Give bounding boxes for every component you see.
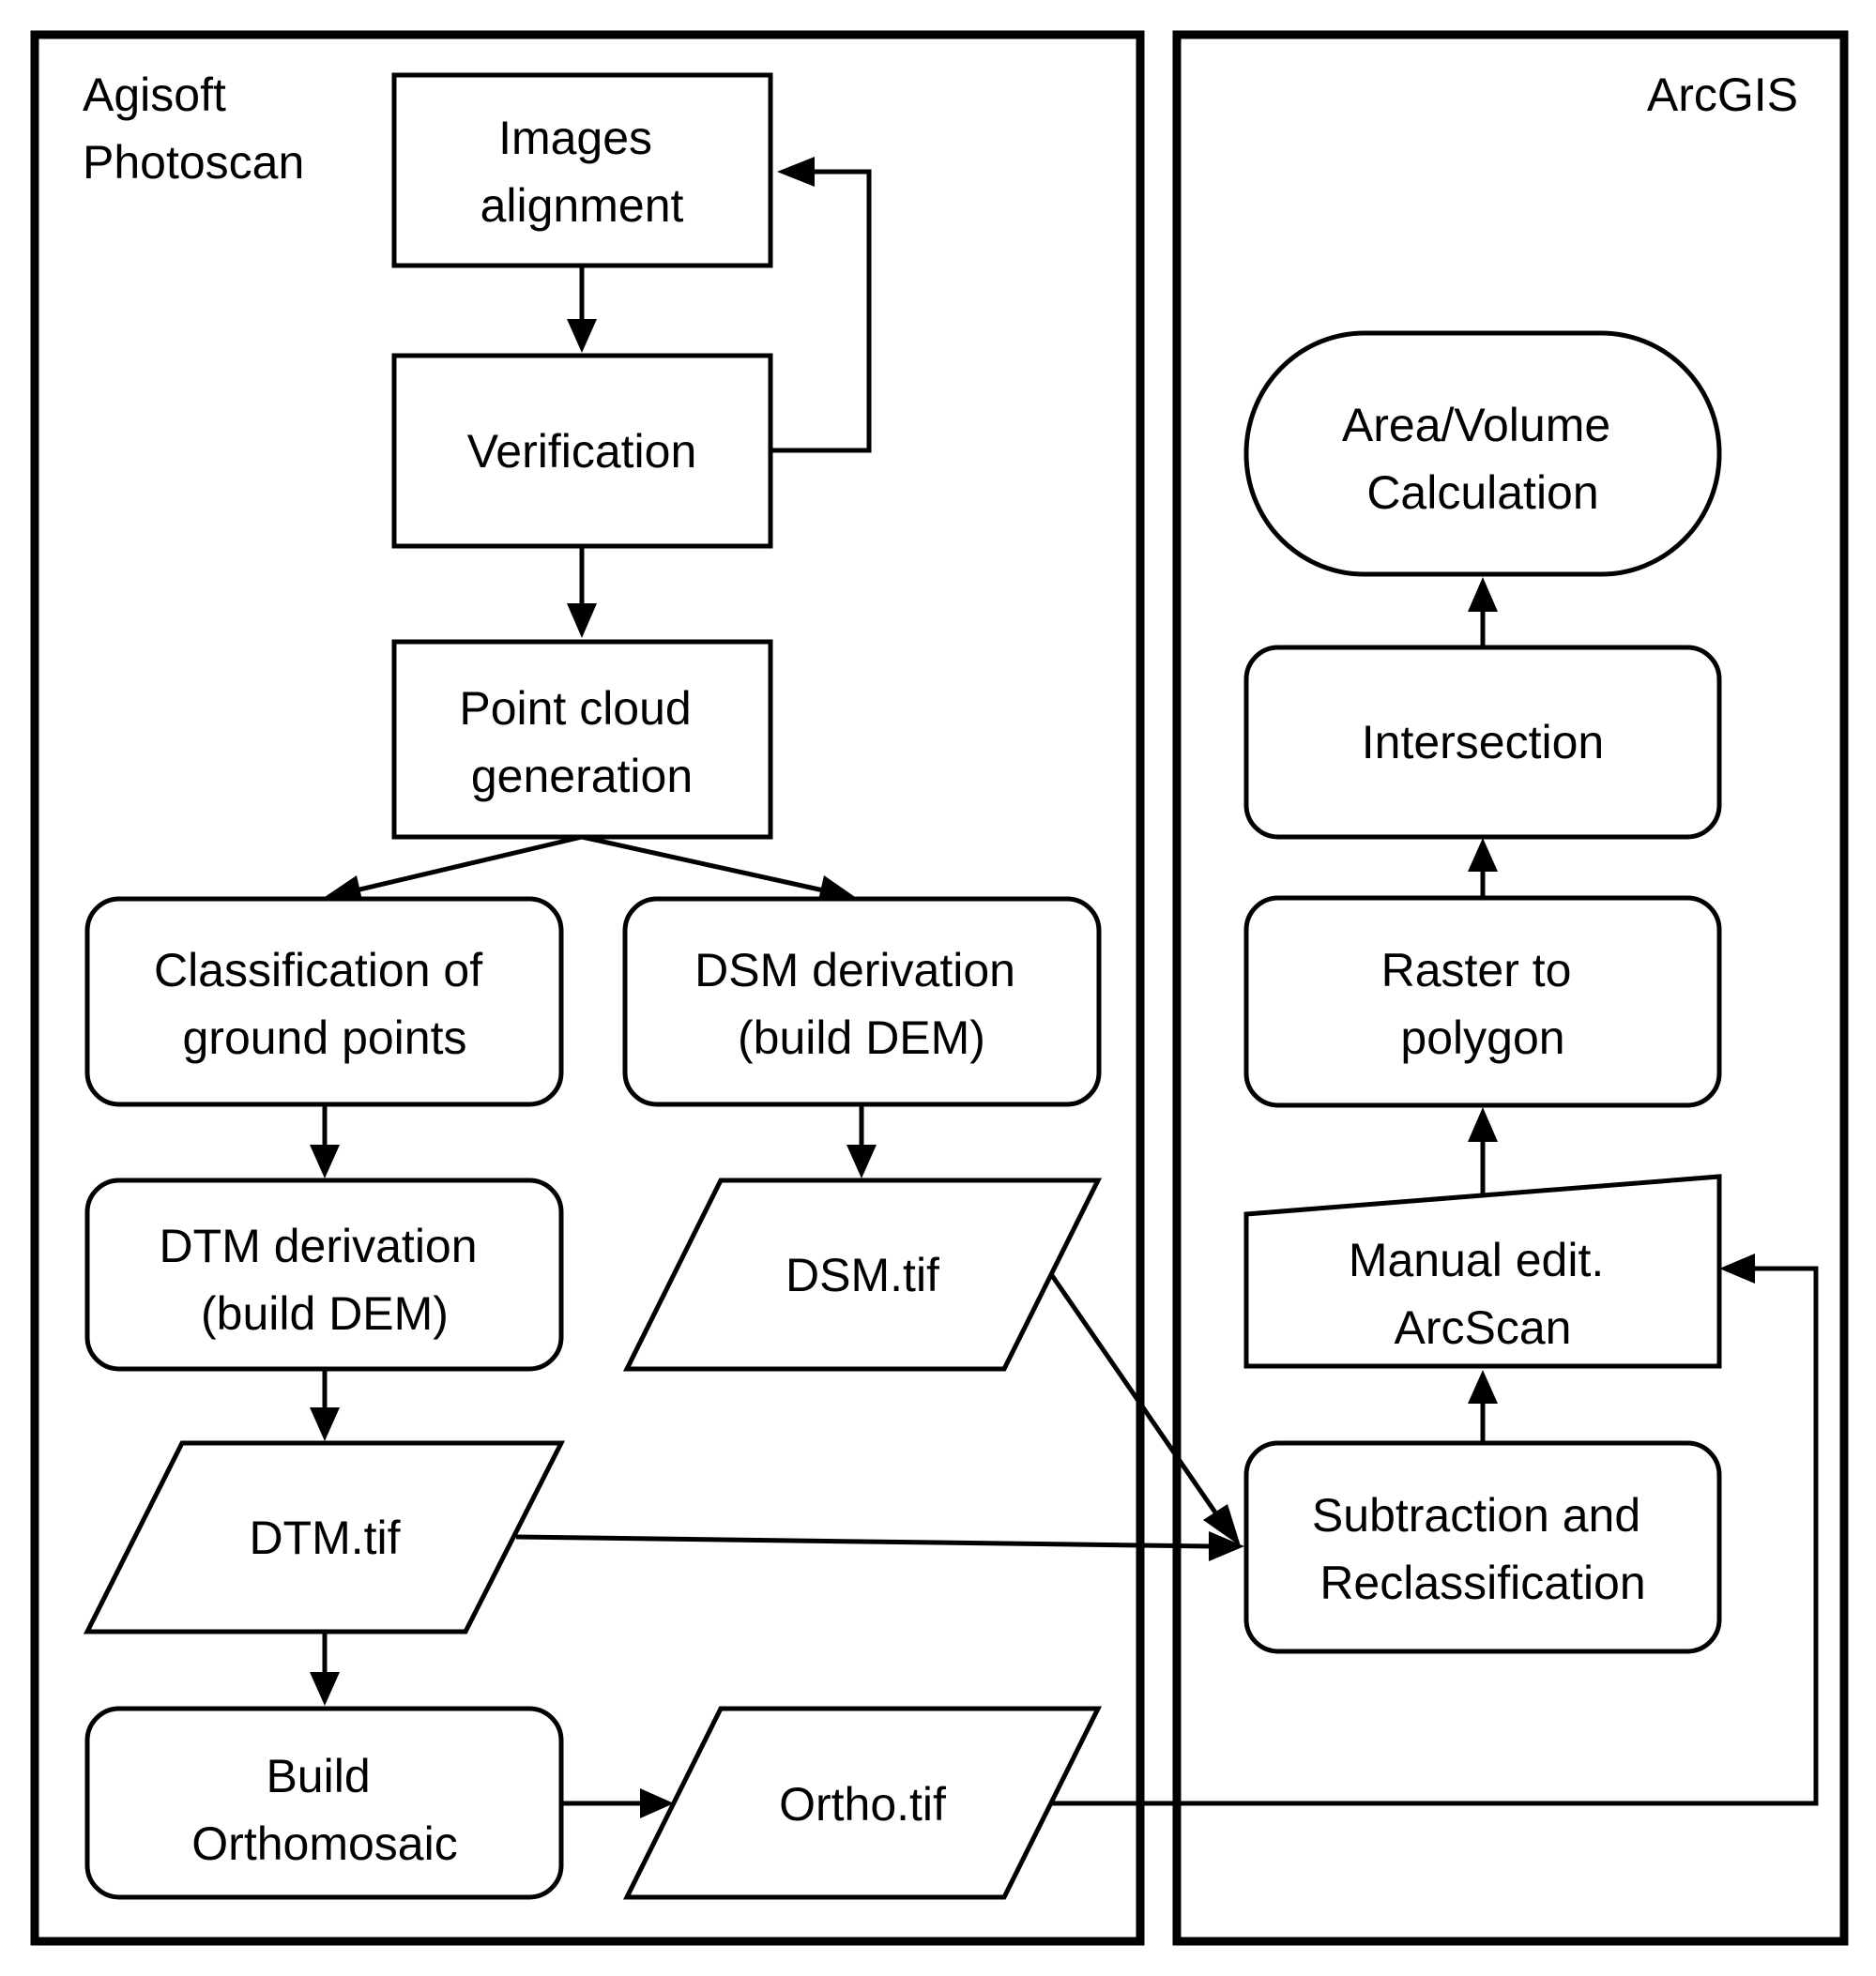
node-label-line: DTM.tif <box>249 1512 400 1564</box>
node-label-line: Subtraction and <box>1312 1489 1640 1542</box>
arrowhead <box>1719 1254 1755 1284</box>
node-label-line: Manual edit. <box>1349 1234 1604 1286</box>
edge-verification-to-images <box>770 169 872 453</box>
svg-text:Ortho.tif: Ortho.tif <box>779 1778 946 1831</box>
svg-text:Images alignment: Images alignment <box>480 112 684 232</box>
node-raster-to-polygon: Raster to polygon <box>1243 895 1722 1108</box>
node-label-line: ground points <box>182 1011 466 1064</box>
node-label-line: Calculation <box>1366 466 1598 519</box>
edge-pointcloud-to-classification <box>351 834 583 894</box>
photoscan-title-line-2: Photoscan <box>83 136 304 189</box>
arrowhead <box>567 603 597 638</box>
svg-text:Build Orthomosaic: Build Orthomosaic <box>191 1750 457 1870</box>
photoscan-title-line-1: Agisoft <box>83 68 226 121</box>
node-verification: Verification <box>391 353 773 549</box>
arrowhead <box>846 1145 877 1178</box>
svg-text:DTM derivation (build DE: DTM derivation (build DEM) <box>160 1220 491 1340</box>
node-label-line: DTM derivation <box>160 1220 478 1272</box>
node-label-line: DSM derivation <box>694 944 1015 996</box>
svg-text:Manual edit. ArcScan: Manual edit. ArcScan <box>1349 1234 1617 1354</box>
node-subtraction-reclassification: Subtraction and Reclassification <box>1243 1440 1722 1654</box>
node-label-line: (build DEM) <box>201 1287 449 1340</box>
node-dsm-tif: DSM.tif <box>622 1178 1103 1372</box>
node-label-line: ArcScan <box>1395 1301 1572 1354</box>
node-dtm-tif: DTM.tif <box>83 1440 566 1634</box>
node-label-line: Reclassification <box>1319 1557 1645 1609</box>
arcgis-panel-title: ArcGIS <box>1647 68 1798 121</box>
svg-text:Raster to polygon: Raster to polygon <box>1381 944 1585 1064</box>
arrowhead <box>1209 1531 1244 1561</box>
edge-dtmtif-to-subtraction <box>515 1534 1212 1549</box>
arrowhead <box>1468 1370 1498 1404</box>
arrowhead <box>1468 838 1498 872</box>
node-label-line: Raster to <box>1381 944 1572 996</box>
photoscan-panel <box>30 30 1145 1946</box>
svg-text:Area/Volume Calculation: Area/Volume Calculation <box>1342 399 1624 519</box>
arrowhead <box>1468 577 1498 612</box>
arrowhead <box>310 1407 340 1441</box>
node-label-line: polygon <box>1400 1011 1564 1064</box>
node-label-line: alignment <box>480 179 684 232</box>
node-intersection: Intersection <box>1243 645 1722 840</box>
connectors <box>310 157 1819 1818</box>
node-label-line: Intersection <box>1362 716 1604 768</box>
node-classification-ground-points: Classification of ground points <box>84 896 564 1107</box>
arrowhead <box>640 1788 674 1818</box>
arrowhead <box>777 157 815 187</box>
node-label-line: Area/Volume <box>1342 399 1610 451</box>
node-label-line: Images <box>498 112 652 164</box>
node-label-line: Verification <box>467 425 697 478</box>
arrowhead <box>1203 1504 1241 1546</box>
arrowhead <box>1468 1107 1498 1142</box>
svg-text:Verification: Verification <box>467 425 697 478</box>
node-area-volume-calculation: Area/Volume Calculation <box>1243 330 1722 577</box>
node-build-orthomosaic: Build Orthomosaic <box>84 1706 564 1900</box>
svg-text:DSM derivation (build DE: DSM derivation (build DEM) <box>694 944 1029 1064</box>
arrowhead <box>310 1672 340 1706</box>
node-manual-edit-arcscan: Manual edit. ArcScan <box>1243 1174 1722 1369</box>
node-dsm-derivation: DSM derivation (build DEM) <box>622 896 1102 1107</box>
arcgis-title-line-1: ArcGIS <box>1647 68 1798 121</box>
svg-text:Intersection: Intersection <box>1362 716 1604 768</box>
edge-dsmtif-to-subtraction <box>1048 1272 1218 1514</box>
node-label-line: (build DEM) <box>738 1011 985 1064</box>
edge-pointcloud-to-dsmderivation <box>581 834 829 894</box>
node-label-line: Build <box>266 1750 370 1802</box>
node-point-cloud-generation: Point cloud generation <box>391 639 773 840</box>
arrowhead <box>310 1145 340 1178</box>
svg-text:Point cloud generation: Point cloud generation <box>459 682 704 802</box>
svg-text:DTM.tif: DTM.tif <box>249 1512 400 1564</box>
node-label-line: Ortho.tif <box>779 1778 946 1831</box>
node-dtm-derivation: DTM derivation (build DEM) <box>84 1178 564 1372</box>
node-label-line: Point cloud <box>459 682 691 735</box>
photoscan-panel-title: Agisoft Photoscan <box>83 68 304 189</box>
node-images-alignment: Images alignment <box>391 72 773 268</box>
svg-text:Classification of ground: Classification of ground points <box>154 944 496 1064</box>
node-label-line: Orthomosaic <box>191 1817 457 1870</box>
node-label-line: DSM.tif <box>785 1249 939 1301</box>
svg-text:DSM.tif: DSM.tif <box>785 1249 939 1301</box>
node-label-line: Classification of <box>154 944 482 996</box>
arrowhead <box>567 319 597 353</box>
node-label-line: generation <box>471 750 693 802</box>
arcgis-panel <box>1172 30 1849 1946</box>
edge-orthotif-to-manualedit <box>1051 1266 1819 1806</box>
svg-text:Subtraction and Reclassi: Subtraction and Reclassification <box>1312 1489 1654 1609</box>
node-ortho-tif: Ortho.tif <box>622 1706 1103 1900</box>
